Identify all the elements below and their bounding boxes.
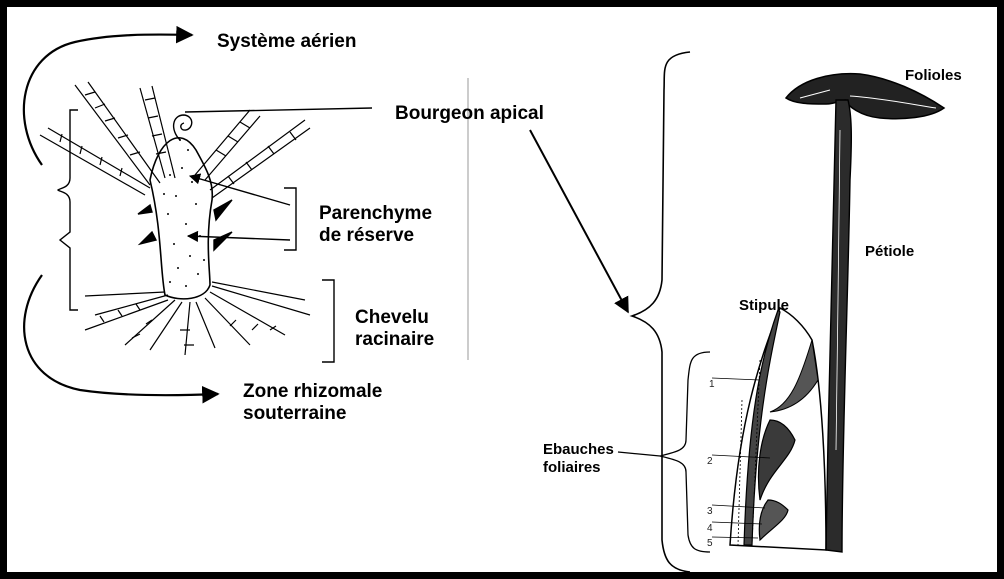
diagram-artwork: [7, 7, 997, 572]
label-ebauches-line1: Ebauches: [543, 441, 614, 458]
roots: [85, 282, 310, 355]
leaf-number-1: 1: [709, 380, 715, 390]
parenchyme-bracket: [284, 188, 296, 250]
chevelu-bracket: [322, 280, 334, 362]
bud-to-stipule-arrow: [530, 130, 628, 312]
label-stipule: Stipule: [739, 297, 789, 315]
label-chevelu: Chevelu racinaire: [355, 307, 434, 352]
parenchyme-arrow-1: [190, 176, 290, 205]
label-parenchyme-line1: Parenchyme: [319, 203, 432, 224]
label-zone-line1: Zone rhizomale: [243, 381, 382, 402]
label-zone-line2: souterraine: [243, 403, 346, 424]
label-chevelu-line1: Chevelu: [355, 307, 429, 328]
label-parenchyme: Parenchyme de réserve: [319, 203, 432, 248]
bud-pointer-line: [185, 108, 372, 112]
label-zone-rhizomale: Zone rhizomale souterraine: [243, 381, 382, 426]
primordium-3: [759, 500, 788, 540]
reserve-dots: [163, 139, 205, 287]
parenchyme-body: [150, 138, 212, 299]
ebauches-bracket: [660, 352, 710, 552]
leaf-number-2: 2: [707, 457, 713, 467]
right-brace: [632, 52, 690, 572]
label-systeme-aerien: Système aérien: [217, 31, 356, 53]
rhizome-curve-arrow: [24, 275, 218, 395]
label-parenchyme-line2: de réserve: [319, 225, 414, 246]
label-ebauches: Ebauches foliaires: [543, 441, 614, 476]
label-petiole: Pétiole: [865, 243, 914, 261]
petiole-shape: [826, 100, 851, 552]
leaf-number-5: 5: [707, 539, 713, 549]
ebauches-pointer: [618, 452, 660, 456]
leaf-number-3: 3: [707, 507, 713, 517]
parenchyme-arrow-2: [188, 236, 290, 240]
label-bourgeon-apical: Bourgeon apical: [395, 103, 544, 125]
label-ebauches-line2: foliaires: [543, 459, 601, 476]
label-folioles: Folioles: [905, 67, 962, 85]
upper-stems: [40, 82, 310, 198]
crown-drawing: [40, 82, 310, 355]
primordium-2: [758, 420, 795, 500]
apical-bud: [174, 115, 192, 140]
label-chevelu-line2: racinaire: [355, 329, 434, 350]
leaf-number-4: 4: [707, 524, 713, 534]
